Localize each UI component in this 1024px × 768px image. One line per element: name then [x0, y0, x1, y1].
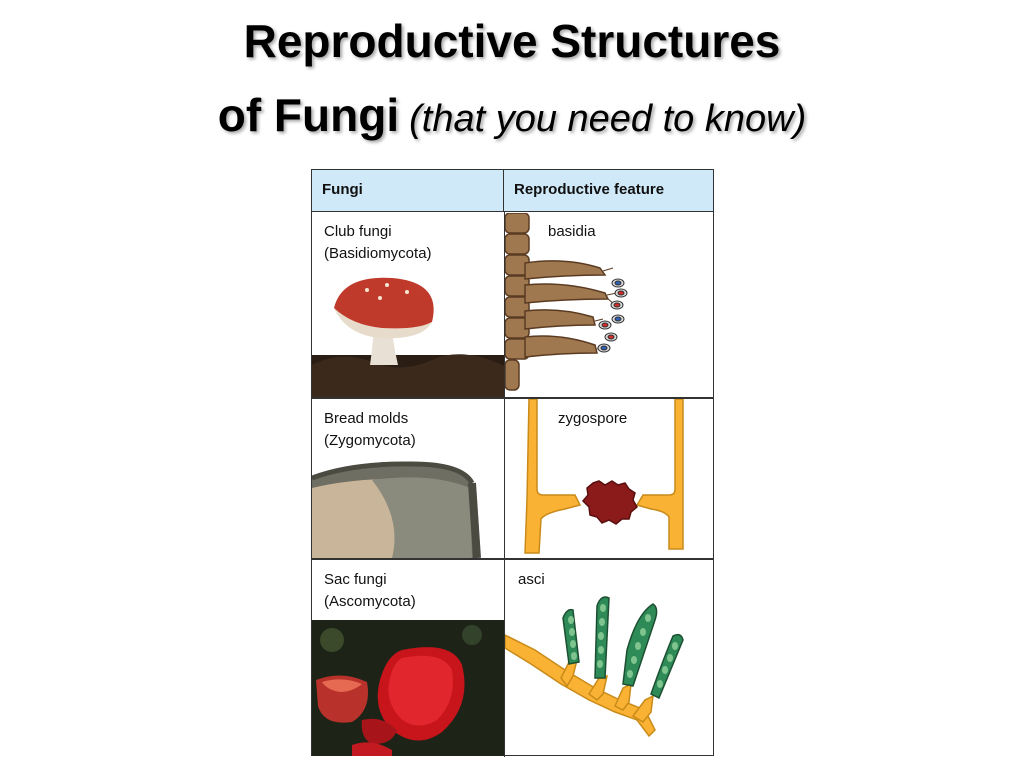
column-divider: [504, 212, 505, 757]
slide-title: Reproductive Structures: [243, 15, 781, 67]
header-reproductive-feature: Reproductive feature: [504, 170, 713, 212]
cup-fungi-photo: [312, 620, 504, 756]
row-divider: [312, 397, 713, 399]
row-1-fungi-name: Club fungi: [324, 223, 392, 240]
slide-title-line2: of Fungi(that you need to know): [0, 88, 1024, 142]
row-1-phylum: (Basidiomycota): [324, 245, 432, 262]
slide-title-bold: of Fungi: [217, 89, 400, 141]
slide-subtitle: (that you need to know): [409, 98, 807, 140]
row-2-phylum: (Zygomycota): [324, 432, 416, 449]
moldy-bread-photo: [312, 461, 481, 558]
mushroom-photo: [312, 277, 504, 397]
basidia-diagram: [505, 213, 628, 391]
zygospore-diagram: [524, 399, 684, 554]
row-1-feature-label: basidia: [548, 223, 596, 240]
row-3-fungi-name: Sac fungi: [324, 571, 387, 588]
row-2-feature-label: zygospore: [558, 410, 628, 427]
asci-diagram: [505, 596, 684, 738]
row-3-phylum: (Ascomycota): [324, 593, 416, 610]
row-2-fungi-name: Bread molds: [324, 410, 409, 427]
fungi-table: Fungi Reproductive feature Club fungi (B…: [311, 169, 714, 757]
row-divider: [312, 558, 713, 560]
header-fungi: Fungi: [312, 170, 504, 212]
row-3-feature-label: asci: [518, 571, 545, 588]
